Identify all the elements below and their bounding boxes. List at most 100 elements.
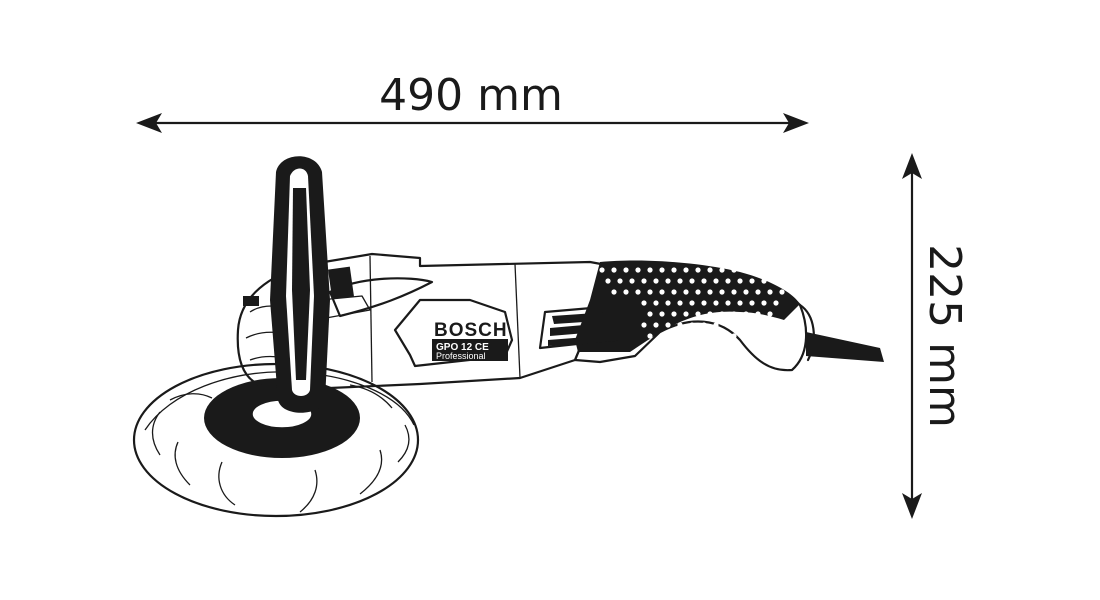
grip-dot <box>647 289 653 295</box>
grip-dot <box>665 278 671 284</box>
grip-dot <box>689 300 695 306</box>
height-label: 225 mm <box>919 244 970 428</box>
grip-dot <box>719 267 725 273</box>
grip-dot <box>767 267 773 273</box>
grip-dot <box>653 278 659 284</box>
grip-dot <box>653 300 659 306</box>
grip-dot <box>761 322 767 328</box>
grip-dot <box>635 267 641 273</box>
grip-dot <box>641 322 647 328</box>
grip-dot <box>677 322 683 328</box>
grip-dot <box>773 278 779 284</box>
length-arrow-left <box>136 113 162 133</box>
grip-dot <box>755 289 761 295</box>
grip-dot <box>647 267 653 273</box>
grip-dot <box>719 333 725 339</box>
grip-dot <box>713 278 719 284</box>
grip-dot <box>749 322 755 328</box>
grip-dot <box>641 300 647 306</box>
grip-dot <box>659 267 665 273</box>
grip-dot <box>707 289 713 295</box>
power-cable <box>806 332 884 362</box>
grip-dot <box>665 322 671 328</box>
product-label: BOSCH GPO 12 CE Professional <box>432 320 508 361</box>
grip-dot <box>671 267 677 273</box>
grip-dot <box>617 278 623 284</box>
grip-dot <box>683 333 689 339</box>
grip-dot <box>737 300 743 306</box>
grip-dot <box>671 333 677 339</box>
grip-dots <box>599 267 785 339</box>
grip-dot <box>713 322 719 328</box>
grip-dot <box>767 289 773 295</box>
grip-dot <box>665 300 671 306</box>
grip-dot <box>731 311 737 317</box>
grip-dot <box>755 267 761 273</box>
grip-dot <box>647 311 653 317</box>
grip-dot <box>635 289 641 295</box>
grip-dot <box>695 289 701 295</box>
grip-dot <box>761 300 767 306</box>
grip-dot <box>695 333 701 339</box>
grip-dot <box>677 278 683 284</box>
grip-dot <box>755 333 761 339</box>
grip-dot <box>707 333 713 339</box>
grip-dot <box>725 300 731 306</box>
grip-dot <box>731 333 737 339</box>
height-arrow-bottom <box>902 493 922 519</box>
grip-dot <box>701 278 707 284</box>
grip-dot <box>629 278 635 284</box>
height-dimension: 225 mm <box>902 153 970 519</box>
grip-dot <box>761 278 767 284</box>
grip-dot <box>707 311 713 317</box>
grip-dot <box>731 289 737 295</box>
side-handle <box>270 156 330 413</box>
polishing-pad <box>132 362 420 518</box>
grip-dot <box>623 267 629 273</box>
length-arrow-right <box>783 113 809 133</box>
model-text: GPO 12 CE <box>436 342 489 353</box>
grip-dot <box>683 267 689 273</box>
polisher-illustration: BOSCH GPO 12 CE Professional <box>132 156 884 518</box>
grip-dot <box>671 311 677 317</box>
grip-dot <box>743 333 749 339</box>
grip-dot <box>683 311 689 317</box>
grip-dot <box>773 300 779 306</box>
grip-dot <box>743 289 749 295</box>
grip-dot <box>599 267 605 273</box>
grip-dot <box>707 267 713 273</box>
product-line-text: Professional <box>436 351 486 361</box>
grip-dot <box>605 278 611 284</box>
grip-dot <box>623 289 629 295</box>
grip-dot <box>749 300 755 306</box>
length-label: 490 mm <box>379 70 563 121</box>
grip-dot <box>683 289 689 295</box>
grip-dot <box>611 267 617 273</box>
grip-dot <box>749 278 755 284</box>
grip-dot <box>779 289 785 295</box>
grip-dot <box>713 300 719 306</box>
model-badge <box>432 339 508 361</box>
grip-dot <box>743 267 749 273</box>
grip-dot <box>725 322 731 328</box>
grip-dot <box>755 311 761 317</box>
grip-dot <box>647 333 653 339</box>
brand-text: BOSCH <box>434 320 508 341</box>
grip-dot <box>731 267 737 273</box>
grip-dot <box>689 322 695 328</box>
grip-dot <box>659 333 665 339</box>
height-arrow-top <box>902 153 922 179</box>
grip-dot <box>671 289 677 295</box>
grip-dot <box>659 289 665 295</box>
grip-dot <box>737 322 743 328</box>
grip-dot <box>641 278 647 284</box>
grip-dot <box>701 300 707 306</box>
grip-dot <box>743 311 749 317</box>
grip-dot <box>689 278 695 284</box>
grip-dot <box>737 278 743 284</box>
grip-dot <box>779 267 785 273</box>
rear-grip <box>538 260 815 372</box>
length-dimension: 490 mm <box>136 70 809 133</box>
grip-dot <box>719 311 725 317</box>
